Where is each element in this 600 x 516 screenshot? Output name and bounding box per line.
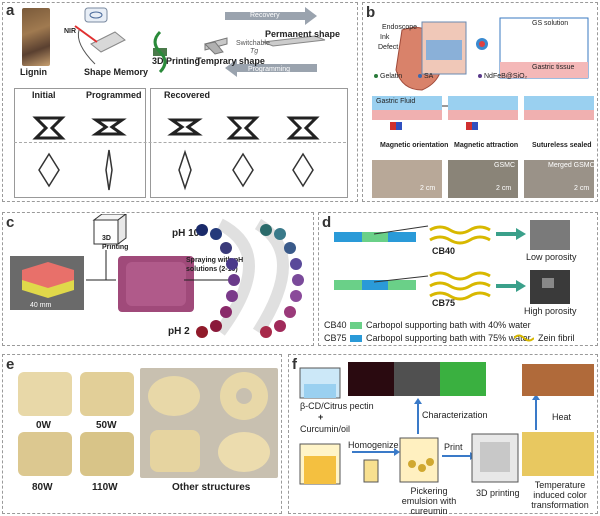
panel-a-grid-divider (14, 142, 346, 143)
characterization-label: Characterization (422, 410, 488, 420)
print-label: Print (444, 442, 463, 452)
label-110w: 110W (92, 482, 118, 493)
panel-f (288, 354, 598, 514)
panel-a-label: a (6, 2, 15, 19)
panel-f-graphic (299, 362, 594, 485)
panel-f-label: f (292, 356, 297, 373)
panel-c (2, 212, 314, 346)
nir-label: NIR (64, 28, 77, 35)
photo-80w (18, 432, 72, 476)
ph10-label: pH 10 (172, 228, 200, 239)
printing-label-c: 3D Printing (102, 235, 129, 251)
panel-a-grid-right (150, 88, 348, 198)
programmed-label: Programmed (86, 90, 142, 100)
legend-sa: SA (424, 73, 434, 80)
temperature-label: Temperature induced color transformation (531, 480, 589, 510)
scale-label-b1: 2 cm (420, 185, 436, 192)
panel-d (318, 212, 598, 346)
step1-label: Magnetic orientation (380, 142, 449, 149)
scale-label-b2: 2 cm (496, 185, 512, 192)
legend-ndfeb: NdFeB@SiO₂ (484, 73, 528, 80)
ink-label: Ink (380, 34, 390, 41)
panel-a (2, 2, 358, 202)
homogenize-label: Homogenize (348, 440, 399, 450)
pickering-label: Pickering emulsion with cureumin (401, 486, 457, 516)
programming-label: Programming (248, 66, 291, 73)
panel-d-graphic (334, 220, 570, 304)
tg-label: Tg (250, 48, 259, 55)
legend-cb40-desc: Carbopol supporting bath with 40% water (366, 320, 531, 330)
shape-memory-label: Shape Memory (84, 67, 149, 77)
low-porosity-label: Low porosity (526, 252, 577, 262)
panel-a-grid-left (14, 88, 146, 198)
scale-label-c: 40 mm (30, 302, 52, 309)
legend-cb40-swatch (350, 322, 362, 329)
label-80w: 80W (32, 482, 53, 493)
other-structures-shapes (148, 372, 270, 472)
gsmc-label: GSMC (494, 162, 515, 169)
pectin-label: β-CD/Citrus pectin (300, 401, 374, 411)
gastric-tissue-label: Gastric tissue (532, 64, 575, 71)
heat-label: Heat (552, 412, 572, 422)
recovered-label: Recovered (164, 90, 211, 100)
legend-cb75-swatch (350, 335, 362, 342)
switchable-label: Switchable (236, 40, 270, 47)
curcumin-label: Curcumin/oil (300, 424, 351, 434)
legend-cb75: CB75 (324, 333, 347, 343)
step2-label: Magnetic attraction (454, 142, 519, 149)
endoscope-label: Endoscope (382, 24, 418, 31)
lignin-label: Lignin (20, 67, 47, 77)
lignin-photo (22, 8, 50, 66)
panel-b (362, 2, 598, 202)
panel-d-label: d (322, 214, 332, 231)
photo-0w (18, 372, 72, 416)
label-50w: 50W (96, 420, 117, 431)
panel-e (2, 354, 282, 514)
ph2-label: pH 2 (168, 326, 190, 337)
step3-label: Sutureless sealed (532, 142, 592, 149)
zein-fibril-icon (514, 334, 534, 342)
gs-solution-label: GS solution (532, 20, 569, 27)
initial-label: Initial (32, 90, 56, 100)
legend-cb75-desc: Carbopol supporting bath with 75% water (366, 333, 531, 343)
merged-gsmc-label: Merged GSMC (548, 162, 595, 169)
panel-e-label: e (6, 356, 15, 373)
high-porosity-label: High porosity (524, 306, 577, 316)
defect-label: Defect (378, 44, 399, 51)
label-0w: 0W (36, 420, 51, 431)
spraying-label: Spraying with pH solutions (2-10) (186, 257, 244, 273)
plus-label: + (318, 412, 324, 422)
legend-gelatin: Gelatin (380, 73, 403, 80)
panel-b-label: b (366, 4, 376, 21)
photo-110w (80, 432, 134, 476)
gastric-fluid-label: Gastric Fluid (376, 98, 416, 105)
scale-label-b3: 2 cm (574, 185, 590, 192)
printing-label-a: 3D Printing (152, 56, 201, 66)
panel-a-process-graphic (74, 7, 326, 77)
panel-c-label: c (6, 214, 15, 231)
panel-c-graphic (10, 214, 289, 336)
other-structures-label: Other structures (172, 482, 251, 493)
temporary-shape-label: Temprary shape (196, 56, 265, 66)
cb75-label: CB75 (432, 298, 456, 308)
shape-specimens (32, 116, 320, 191)
printing-label-f: 3D printing (476, 488, 520, 498)
recovery-label: Recovery (250, 12, 280, 19)
cb40-label: CB40 (432, 246, 456, 256)
panel-b-diagram (372, 17, 594, 198)
legend-zein: Zein fibril (538, 333, 575, 343)
photo-50w (80, 372, 134, 416)
permanent-shape-label: Permanent shape (265, 29, 341, 39)
ph-swatches (196, 224, 304, 338)
legend-cb40: CB40 (324, 320, 347, 330)
